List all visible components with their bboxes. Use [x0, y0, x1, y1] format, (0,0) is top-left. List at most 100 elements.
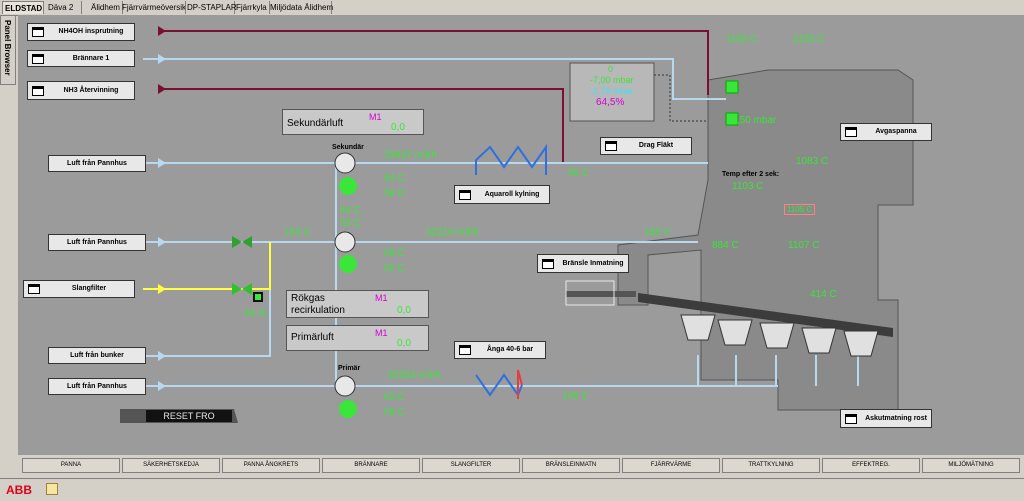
flow-primar: 82284 m3/h — [388, 370, 441, 381]
askutmatning-button[interactable]: Askutmatning rost — [840, 409, 932, 428]
temp-1: 1156 C — [726, 34, 758, 45]
luft-bunker[interactable]: Luft från bunker — [48, 347, 146, 364]
sek-temp-2: 58 C — [384, 188, 406, 199]
temp-4: 1105 C — [784, 204, 816, 215]
brannare-air-line — [143, 58, 726, 100]
aquaroll-exchanger — [475, 143, 547, 175]
abb-logo: ABB — [6, 483, 32, 497]
nav-sakerhetskedja[interactable]: SÄKERHETSKEDJA — [122, 458, 220, 473]
tab-eldstad[interactable]: ELDSTAD — [2, 1, 44, 14]
primarluft-label: Primärluft — [291, 332, 334, 343]
fan-primar — [334, 375, 356, 397]
status-led-2 — [725, 112, 739, 126]
motor-primar — [339, 400, 357, 418]
nav-bransleinmatn[interactable]: BRÄNSLEINMATN — [522, 458, 620, 473]
nav-effektreg[interactable]: EFFEKTREG. — [822, 458, 920, 473]
right-temp: 150 C — [644, 227, 671, 238]
valve-percent: 94 % — [244, 308, 267, 319]
status-bar: ABB — [0, 478, 1024, 501]
fan-temp-2: 62 C — [384, 263, 406, 274]
rokgas-panel[interactable]: Rökgas recirkulation M1 0,0 — [286, 290, 429, 318]
panel-browser-tab[interactable]: Panel Browser — [0, 15, 16, 85]
note-icon[interactable] — [46, 483, 58, 495]
rokgas-mode: M1 — [375, 293, 388, 303]
tab-dava2[interactable]: Däva 2 — [46, 1, 82, 14]
temp-2: 1155 C — [793, 34, 825, 45]
nh3-line — [158, 88, 564, 162]
tab-fjarrvarme[interactable]: Fjärrvärmeöversikt — [122, 1, 186, 14]
flow-mid: 32216 m3/h — [426, 227, 479, 238]
fan-primar-label: Primär — [338, 365, 361, 372]
faceplate-icon — [32, 27, 44, 37]
nh4oh-button[interactable]: NH4OH insprutning — [27, 23, 135, 41]
sekundarluft-panel[interactable]: Sekundärluft M1 0,0 — [282, 109, 424, 135]
primarluft-panel[interactable]: Primärluft M1 0,0 — [286, 325, 429, 351]
temp-after-label: Temp efter 2 sek: — [722, 171, 780, 178]
faceplate-icon — [28, 284, 40, 294]
motor-sekundar — [339, 177, 357, 195]
faceplate-icon — [845, 127, 857, 137]
pressure-c: -1,70 mbar — [590, 86, 634, 96]
rokgas-label: Rökgas recirkulation — [291, 293, 345, 316]
bunker-air-line — [143, 242, 271, 357]
pri-temp-1: 63 C — [384, 392, 406, 403]
sekundarluft-label: Sekundärluft — [287, 118, 344, 129]
faceplate-icon — [459, 345, 471, 355]
temp-6: 1107 C — [788, 240, 820, 251]
panel-browser-label: Panel Browser — [3, 20, 12, 76]
bransle-button[interactable]: Bränsle Inmatning — [537, 254, 629, 273]
valve-bottom — [232, 283, 242, 295]
temp-after: 1103 C — [732, 181, 764, 192]
nav-panna-angkrets[interactable]: PANNA ÅNGKRETS — [222, 458, 320, 473]
valve-top — [232, 236, 242, 248]
primary-out-temp: 145 C — [562, 391, 589, 402]
aquaroll-button[interactable]: Aquaroll kylning — [454, 185, 550, 204]
aquaroll-temp: 55 C — [568, 168, 590, 179]
avgaspanna-button[interactable]: Avgaspanna — [840, 123, 932, 141]
mid-temp-1: 44 C — [340, 205, 362, 216]
tab-fjarrkyla[interactable]: Fjärrkyla — [234, 1, 270, 14]
luft-pannhus-2[interactable]: Luft från Pannhus — [48, 234, 146, 251]
nh3-button[interactable]: NH3 Återvinning — [27, 81, 135, 100]
primary-exchanger — [475, 373, 523, 398]
nav-slangfilter[interactable]: SLANGFILTER — [422, 458, 520, 473]
bottom-nav: PANNA SÄKERHETSKEDJA PANNA ÅNGKRETS BRÄN… — [18, 456, 1024, 476]
process-piping — [120, 26, 914, 423]
grate — [638, 293, 893, 337]
nav-trattkylning[interactable]: TRATTKYLNING — [722, 458, 820, 473]
nav-brannare[interactable]: BRÄNNARE — [322, 458, 420, 473]
faceplate-icon — [32, 53, 44, 64]
tab-miljodata[interactable]: Miljödata Älidhem — [270, 1, 334, 14]
faceplate-icon — [542, 258, 554, 269]
faceplate-icon — [459, 189, 471, 200]
slangfilter-button[interactable]: Slangfilter — [23, 280, 135, 298]
pri-temp-2: 59 C — [384, 407, 406, 418]
luft-pannhus-3[interactable]: Luft från Pannhus — [48, 378, 146, 395]
tab-alidhem[interactable]: Älidhem — [89, 1, 123, 14]
tab-bar: ELDSTAD Däva 2 Älidhem Fjärrvärmeöversik… — [0, 0, 1024, 16]
pressure-d: 64,5% — [596, 97, 625, 108]
brannare1-button[interactable]: Brännare 1 — [27, 50, 135, 67]
hopper-1 — [680, 314, 716, 341]
status-led-1 — [725, 80, 739, 94]
pressure-a: 0 — [608, 64, 614, 74]
fan-sekundar-label: Sekundär — [332, 144, 364, 151]
luft-pannhus-1[interactable]: Luft från Pannhus — [48, 155, 146, 172]
sek-temp-1: 64 C — [384, 173, 406, 184]
temp-3: 1083 C — [796, 156, 829, 167]
nav-fjarrvarme[interactable]: FJÄRRVÄRME — [622, 458, 720, 473]
flow-sekundar: 29937 m3/h — [384, 150, 437, 161]
nh4oh-line — [158, 30, 709, 95]
tab-dp-staplar[interactable]: DP-STAPLAR — [187, 1, 237, 14]
motor-mid — [339, 255, 357, 273]
drag-flakt-button[interactable]: Drag Fläkt — [600, 137, 692, 155]
faceplate-icon — [845, 413, 857, 424]
nav-miljomatning[interactable]: MILJÖMÄTNING — [922, 458, 1020, 473]
fan-sekundar — [334, 152, 356, 174]
furnace-pressure: -1,50 mbar — [728, 115, 777, 126]
temp-7: 414 C — [810, 289, 837, 300]
reset-fro-button[interactable]: RESET FRO — [146, 410, 232, 422]
nav-panna[interactable]: PANNA — [22, 458, 120, 473]
anga-button[interactable]: Ånga 40-6 bar — [454, 341, 546, 359]
slangfilter-line — [143, 242, 271, 290]
